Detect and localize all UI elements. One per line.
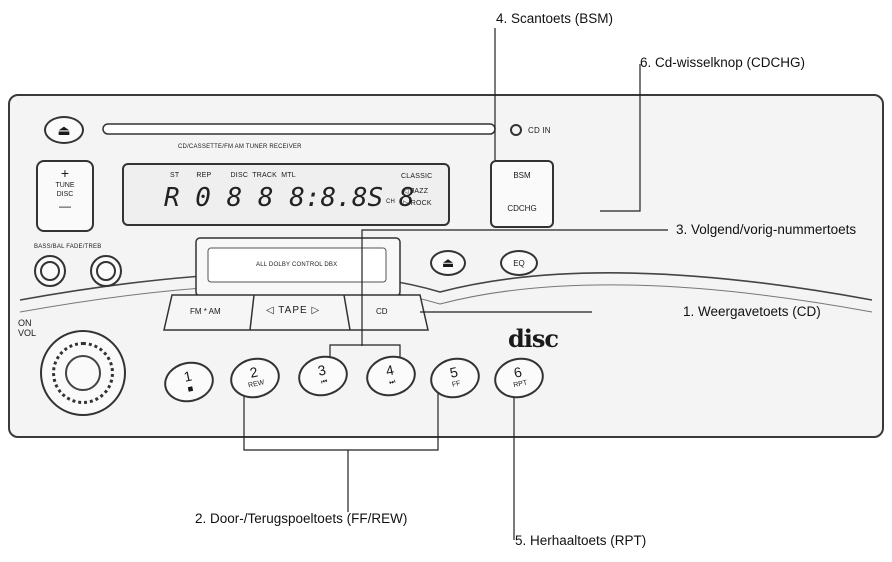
tape-button[interactable]: ◁ TAPE ▷ — [266, 305, 321, 316]
tape-door-text: ALL DOLBY CONTROL DBX — [256, 262, 338, 268]
eq-button[interactable]: EQ — [500, 250, 538, 276]
on-vol-label: ON VOL — [18, 318, 37, 338]
lcd-classic: CLASSIC — [401, 173, 433, 180]
lcd-ch: CH — [386, 199, 396, 205]
volume-knob[interactable] — [40, 330, 126, 416]
bass-bal-knob[interactable] — [34, 255, 66, 287]
fm-am-button[interactable]: FM * AM — [190, 307, 221, 316]
callout-ff-rew-button: 2. Door-/Terugspoeltoets (FF/REW) — [195, 511, 408, 526]
cd-eject-button[interactable]: ⏏ — [44, 116, 84, 144]
lcd-indicators: ST REP DISC TRACK MTL — [170, 172, 296, 179]
lcd-jazz: ◁ JAZZ — [403, 188, 429, 195]
callout-scan-button: 4. Scantoets (BSM) — [496, 11, 614, 26]
bsm-button[interactable]: BSM — [513, 171, 531, 180]
lcd-display: ST REP DISC TRACK MTL R 0 8 8 8:8.8S 8 C… — [122, 163, 450, 226]
knob-icon — [96, 261, 116, 281]
tape-eject-button[interactable]: ⏏ — [430, 250, 466, 276]
fade-treb-knob[interactable] — [90, 255, 122, 287]
callout-cd-changer-button: 6. Cd-wisselknop (CDCHG) — [640, 55, 806, 70]
knob-grip-icon — [52, 342, 114, 404]
lcd-digits: R 0 8 8 8:8.8S 8 — [164, 183, 415, 213]
bsm-cdchg-panel: BSM CDCHG — [490, 160, 554, 228]
compact-disc-logo: disc — [508, 324, 559, 353]
cdchg-button[interactable]: CDCHG — [507, 204, 537, 213]
eject-icon: ⏏ — [441, 255, 455, 270]
callout-repeat-button: 5. Herhaaltoets (RPT) — [515, 533, 647, 548]
cd-button[interactable]: CD — [376, 307, 388, 316]
callout-next-prev-button: 3. Volgend/vorig-nummertoets — [676, 222, 857, 237]
callout-display-button: 1. Weergavetoets (CD) — [683, 304, 821, 319]
tune-plus: + — [60, 165, 70, 181]
cd-in-indicator-icon — [510, 124, 522, 136]
cd-in-label: CD IN — [528, 126, 551, 135]
lcd-rock: ▷ ROCK — [403, 200, 432, 207]
model-text: CD/CASSETTE/FM AM TUNER RECEIVER — [178, 144, 302, 150]
knob-icon — [40, 261, 60, 281]
tune-disc-rocker[interactable]: + TUNE DISC — — [36, 160, 94, 232]
eject-icon: ⏏ — [57, 121, 71, 138]
tune-minus: — — [59, 199, 71, 213]
bass-fade-label: BASS/BAL FADE/TREB — [34, 244, 102, 250]
tune-disc-label: TUNE DISC — [55, 182, 75, 198]
